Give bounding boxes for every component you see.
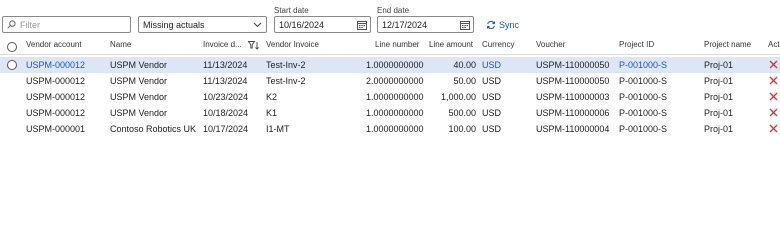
cell-project-id[interactable]: P-001000-S bbox=[619, 60, 668, 70]
sync-button[interactable]: Sync bbox=[486, 16, 519, 33]
cell-line-number: 1.0000000000 bbox=[366, 60, 424, 70]
filter-box[interactable] bbox=[2, 16, 131, 33]
column-header-project-name[interactable]: Project name bbox=[704, 40, 752, 49]
cell-invoice-date: 10/23/2024 bbox=[203, 92, 249, 102]
cell-name: USPM Vendor bbox=[110, 60, 168, 70]
cell-line-amount: 500.00 bbox=[448, 108, 476, 118]
view-select[interactable]: Missing actuals bbox=[138, 16, 267, 33]
cell-vendor-account[interactable]: USPM-000012 bbox=[26, 60, 86, 70]
column-header-line-number[interactable]: Line number bbox=[375, 40, 420, 49]
cell-currency: USD bbox=[482, 76, 502, 86]
cell-voucher: USPM-110000050 bbox=[536, 76, 610, 86]
cell-project-name: Proj-01 bbox=[704, 92, 734, 102]
cell-project-id: P-001000-S bbox=[619, 92, 668, 102]
cell-line-number: 1.0000000000 bbox=[366, 92, 424, 102]
column-header-currency[interactable]: Currency bbox=[482, 40, 515, 49]
column-header-vendor-invoice[interactable]: Vendor Invoice bbox=[266, 40, 319, 49]
cell-project-id: P-001000-S bbox=[619, 76, 668, 86]
calendar-icon[interactable] bbox=[357, 20, 367, 30]
filter-input[interactable] bbox=[20, 19, 124, 30]
cell-invoice-date: 10/18/2024 bbox=[203, 108, 249, 118]
cell-invoice-date: 10/17/2024 bbox=[203, 124, 249, 134]
cell-line-number: 1.0000000000 bbox=[366, 124, 424, 134]
cell-name: Contoso Robotics UK bbox=[110, 124, 197, 134]
table-row[interactable]: USPM-000012 USPM Vendor 10/23/2024 K2 1.… bbox=[0, 89, 780, 105]
cell-currency: USD bbox=[482, 124, 502, 134]
column-header-invoice-date[interactable]: Invoice d... bbox=[203, 40, 242, 49]
start-date-value: 10/16/2024 bbox=[279, 19, 325, 30]
cell-vendor-account[interactable]: USPM-000012 bbox=[26, 76, 86, 86]
cell-project-id: P-001000-S bbox=[619, 108, 668, 118]
delete-x-icon[interactable] bbox=[769, 76, 778, 85]
cell-voucher: USPM-110000006 bbox=[536, 108, 610, 118]
end-date-label: End date bbox=[377, 6, 410, 15]
column-header-actions[interactable]: Act bbox=[768, 40, 780, 49]
cell-invoice-date: 11/13/2024 bbox=[203, 60, 248, 70]
header-divider bbox=[0, 54, 780, 55]
search-icon bbox=[7, 20, 16, 29]
cell-project-name: Proj-01 bbox=[704, 124, 734, 134]
select-all-radio[interactable] bbox=[7, 42, 17, 52]
cell-name: USPM Vendor bbox=[110, 76, 168, 86]
cell-vendor-invoice: K2 bbox=[266, 92, 278, 102]
row-select-radio[interactable] bbox=[7, 60, 17, 70]
sync-label: Sync bbox=[499, 19, 520, 30]
column-header-vendor-account[interactable]: Vendor account bbox=[26, 40, 82, 49]
cell-project-name: Proj-01 bbox=[704, 76, 734, 86]
cell-line-amount: 100.00 bbox=[448, 124, 476, 134]
cell-name: USPM Vendor bbox=[110, 92, 168, 102]
column-header-name[interactable]: Name bbox=[110, 40, 132, 49]
column-header-voucher[interactable]: Voucher bbox=[536, 40, 566, 49]
cell-voucher: USPM-110000003 bbox=[536, 92, 610, 102]
cell-line-amount: 1,000.00 bbox=[440, 92, 476, 102]
table-row[interactable]: USPM-000012 USPM Vendor 10/18/2024 K1 1.… bbox=[0, 105, 780, 121]
cell-line-amount: 40.00 bbox=[453, 60, 476, 70]
cell-vendor-invoice: I1-MT bbox=[266, 124, 290, 134]
end-date-field[interactable]: 12/17/2024 bbox=[377, 16, 474, 33]
cell-vendor-invoice: Test-Inv-2 bbox=[266, 76, 306, 86]
start-date-label: Start date bbox=[274, 6, 309, 15]
start-date-field[interactable]: 10/16/2024 bbox=[274, 16, 371, 33]
view-select-value: Missing actuals bbox=[143, 19, 205, 30]
delete-x-icon[interactable] bbox=[769, 60, 778, 69]
cell-currency[interactable]: USD bbox=[482, 60, 502, 70]
table-row[interactable]: USPM-000012 USPM Vendor 11/13/2024 Test-… bbox=[0, 73, 780, 89]
cell-invoice-date: 11/13/2024 bbox=[203, 76, 248, 86]
table-row[interactable]: USPM-000012 USPM Vendor 11/13/2024 Test-… bbox=[0, 57, 780, 73]
delete-x-icon[interactable] bbox=[769, 92, 778, 101]
end-date-value: 12/17/2024 bbox=[382, 19, 428, 30]
cell-vendor-account[interactable]: USPM-000012 bbox=[26, 108, 86, 118]
cell-project-id: P-001000-S bbox=[619, 124, 668, 134]
cell-line-number: 1.0000000000 bbox=[366, 108, 424, 118]
delete-x-icon[interactable] bbox=[769, 124, 778, 133]
cell-name: USPM Vendor bbox=[110, 108, 168, 118]
delete-x-icon[interactable] bbox=[769, 108, 778, 117]
cell-vendor-invoice: K1 bbox=[266, 108, 278, 118]
cell-vendor-account[interactable]: USPM-000012 bbox=[26, 92, 86, 102]
cell-vendor-invoice: Test-Inv-2 bbox=[266, 60, 306, 70]
cell-project-name: Proj-01 bbox=[704, 108, 734, 118]
cell-line-number: 2.0000000000 bbox=[366, 76, 424, 86]
chevron-down-icon bbox=[253, 22, 262, 27]
column-header-line-amount[interactable]: Line amount bbox=[429, 40, 474, 49]
cell-voucher: USPM-110000050 bbox=[536, 60, 610, 70]
column-header-project-id[interactable]: Project ID bbox=[619, 40, 655, 49]
calendar-icon[interactable] bbox=[460, 20, 470, 30]
sync-icon bbox=[486, 20, 496, 29]
cell-voucher: USPM-110000004 bbox=[536, 124, 610, 134]
cell-line-amount: 50.00 bbox=[453, 76, 476, 86]
filter-sort-icon[interactable] bbox=[248, 41, 259, 50]
cell-currency: USD bbox=[482, 92, 502, 102]
cell-vendor-account[interactable]: USPM-000001 bbox=[26, 124, 86, 134]
cell-currency: USD bbox=[482, 108, 502, 118]
cell-project-name: Proj-01 bbox=[704, 60, 734, 70]
table-row[interactable]: USPM-000001 Contoso Robotics UK 10/17/20… bbox=[0, 121, 780, 137]
